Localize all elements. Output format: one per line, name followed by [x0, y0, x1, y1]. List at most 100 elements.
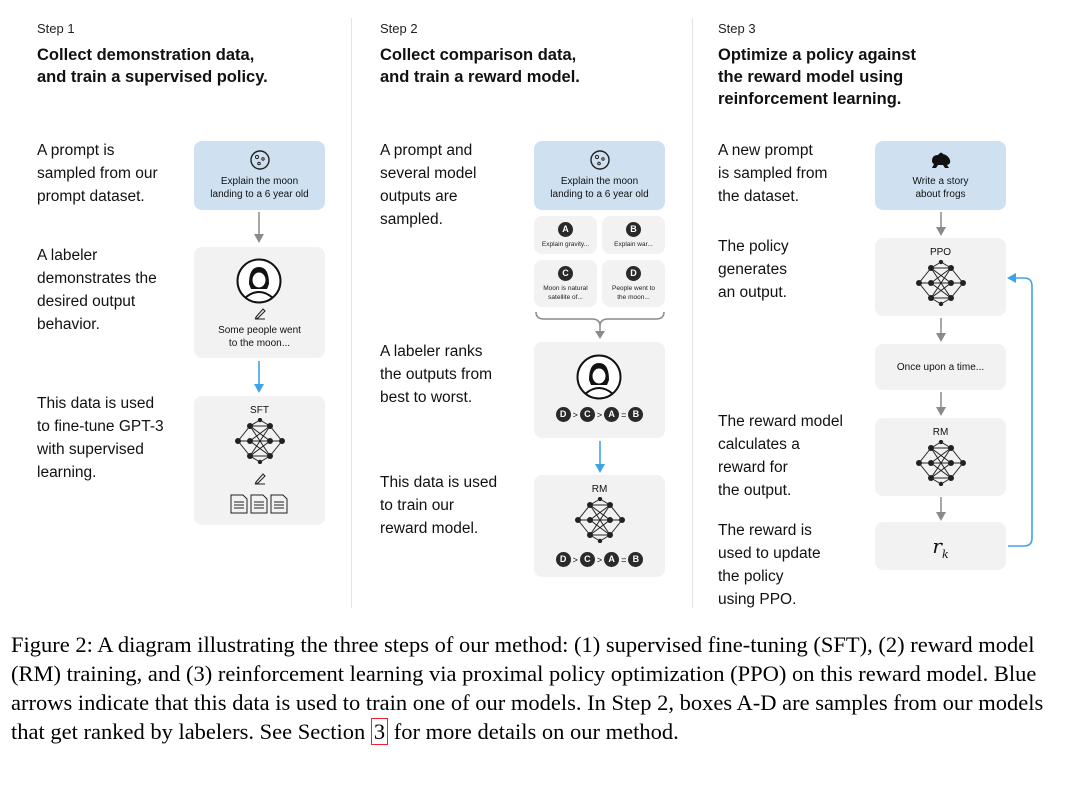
caption-text-end: for more details on our method. — [388, 719, 679, 744]
step-1-desc-finetune: This data is used to fine-tune GPT-3 wit… — [37, 392, 164, 484]
output-box-d: D People went to the moon... — [602, 260, 665, 307]
rank-badge: B — [628, 407, 644, 423]
brace-arrow — [535, 311, 665, 339]
output-line: People went to — [611, 285, 655, 292]
blue-arrow — [595, 441, 605, 473]
output-letter-badge: D — [626, 266, 641, 282]
desc-line: A labeler ranks — [380, 343, 483, 360]
rank-operator: = — [621, 554, 627, 565]
prompt-line: Explain the moon — [560, 176, 639, 187]
desc-line: calculates a — [718, 436, 800, 453]
moon-icon — [590, 150, 610, 170]
output-letter-badge: A — [558, 222, 573, 238]
figure-caption: Figure 2: A diagram illustrating the thr… — [11, 630, 1071, 746]
grey-arrow — [254, 212, 264, 243]
reward-symbol: rk — [875, 534, 1006, 561]
rank-operator: = — [621, 409, 627, 420]
column-divider-1 — [351, 18, 352, 608]
step-1-desc-labeler: A labeler demonstrates the desired outpu… — [37, 244, 157, 336]
desc-line: to train our — [380, 497, 455, 514]
prompt-line: landing to a 6 year old — [550, 189, 649, 200]
step-3-label: Step 3 — [718, 21, 756, 36]
output-letter-badge: C — [558, 266, 573, 282]
step-3-reward-box: rk — [875, 522, 1006, 570]
neural-network-icon — [575, 497, 625, 543]
desc-line: reward for — [718, 459, 788, 476]
step-3-title-line: reinforcement learning. — [718, 90, 902, 108]
prompt-line: Write a story — [912, 176, 969, 187]
desc-line: the dataset. — [718, 188, 800, 205]
reward-r: r — [932, 534, 942, 558]
neural-network-icon — [235, 418, 285, 464]
step-1-title-line: Collect demonstration data, — [37, 46, 255, 64]
step-2-label: Step 2 — [380, 21, 418, 36]
desc-line: This data is used — [380, 474, 498, 491]
grey-arrow — [936, 497, 946, 521]
step-3-title-line: the reward model using — [718, 68, 904, 86]
desc-line: is sampled from — [718, 165, 828, 182]
step-3-desc-reward-model: The reward model calculates a reward for… — [718, 410, 843, 502]
sft-label: SFT — [250, 405, 269, 416]
rank-badge: A — [604, 407, 620, 423]
rank-operator: > — [572, 409, 578, 420]
prompt-text: Explain the moon landing to a 6 year old — [194, 175, 325, 201]
documents-icon — [230, 494, 288, 514]
step-3-prompt-box: Write a story about frogs — [875, 141, 1006, 210]
rank-operator: > — [596, 554, 603, 565]
rank-badge: D — [555, 407, 571, 423]
step-2-ranking-box: D>C>A=B — [534, 342, 665, 438]
desc-line: A prompt and — [380, 142, 473, 159]
step-2-prompt-box: Explain the moon landing to a 6 year old — [534, 141, 665, 210]
caption-text: Figure 2: A diagram illustrating the thr… — [11, 632, 1044, 744]
output-text: Explain war... — [614, 241, 653, 248]
rm-label: RM — [591, 484, 608, 495]
desc-line: The reward is — [718, 522, 812, 539]
prompt-line: about frogs — [915, 189, 966, 200]
step-3-desc-prompt: A new prompt is sampled from the dataset… — [718, 139, 827, 208]
rank-badge: C — [579, 552, 595, 568]
desc-line: A new prompt — [718, 142, 813, 159]
output-text: Explain gravity... — [541, 241, 590, 248]
desc-line: best to worst. — [380, 389, 473, 406]
output-box-c: C Moon is natural satellite of... — [534, 260, 597, 307]
rank-badge: D — [555, 552, 571, 568]
demo-line: to the moon... — [228, 338, 291, 349]
neural-network-icon — [916, 440, 966, 486]
desc-line: the output. — [718, 482, 792, 499]
ranking-order: D>C>A=B — [534, 406, 665, 424]
output-box-b: B Explain war... — [602, 216, 665, 254]
section-reference-link[interactable]: 3 — [370, 718, 389, 745]
prompt-line: landing to a 6 year old — [210, 189, 309, 200]
desc-line: to fine-tune GPT-3 — [37, 418, 164, 435]
feedback-blue-arrow — [1007, 273, 1033, 547]
pencil-icon — [254, 308, 266, 320]
rank-badge: C — [579, 407, 595, 423]
prompt-text: Write a story about frogs — [875, 175, 1006, 201]
output-line: the moon... — [617, 294, 650, 301]
desc-line: desired output — [37, 293, 136, 310]
desc-line: demonstrates the — [37, 270, 157, 287]
output-box-a: A Explain gravity... — [534, 216, 597, 254]
desc-line: behavior. — [37, 316, 100, 333]
desc-line: generates — [718, 261, 787, 278]
column-divider-2 — [692, 18, 693, 608]
step-1-desc-prompt: A prompt is sampled from our prompt data… — [37, 139, 158, 208]
reward-subscript: k — [941, 548, 949, 561]
prompt-line: Explain the moon — [220, 176, 299, 187]
desc-line: with supervised — [37, 441, 144, 458]
output-line: Moon is natural — [543, 285, 588, 292]
rank-operator: > — [596, 409, 603, 420]
desc-line: using PPO. — [718, 591, 797, 608]
desc-line: an output. — [718, 284, 787, 301]
output-text: Moon is natural satellite of... — [534, 284, 597, 302]
frog-icon — [932, 152, 951, 168]
grey-arrow — [936, 212, 946, 236]
desc-line: several model — [380, 165, 477, 182]
step-3-rm-box: RM — [875, 418, 1006, 496]
output-text: People went to the moon... — [602, 284, 665, 302]
desc-line: prompt dataset. — [37, 188, 145, 205]
demo-line: Some people went — [218, 325, 301, 336]
rank-badge: A — [604, 552, 620, 568]
step-3-title: Optimize a policy against the reward mod… — [718, 44, 916, 110]
policy-output-text: Once upon a time... — [896, 362, 985, 373]
